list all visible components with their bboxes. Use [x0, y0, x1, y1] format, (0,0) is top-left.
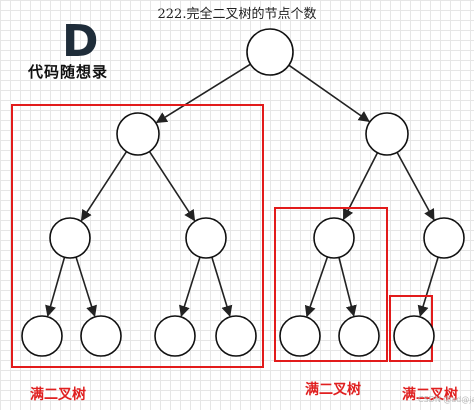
watermark: CSDN @ad@jaboll	[418, 395, 474, 404]
tree-node-n9	[80, 315, 122, 357]
edges	[45, 63, 439, 318]
logo: D 代码随想录	[27, 16, 108, 81]
tree-node-n7	[423, 217, 465, 259]
group-label-middle: 满二叉树	[305, 381, 361, 398]
tree-node-n11	[215, 315, 257, 357]
group-label-left: 满二叉树	[30, 386, 86, 403]
tree-node-n12	[279, 315, 321, 357]
tree-node-n3	[365, 112, 409, 156]
tree-node-n14	[393, 315, 435, 357]
logo-letter: D	[62, 16, 99, 67]
edge-n4-n8	[45, 257, 66, 317]
edge-n5-n10	[179, 256, 201, 318]
tree-node-n13	[338, 315, 380, 357]
edge-n2-n4	[80, 151, 128, 222]
edge-n6-n12	[304, 256, 329, 318]
tree-node-n10	[154, 315, 196, 357]
edge-n1-n3	[288, 64, 370, 123]
edge-n7-n14	[417, 256, 439, 317]
edge-n3-n6	[342, 152, 379, 221]
full-tree-box-g2	[274, 207, 388, 362]
edge-n4-n9	[75, 256, 97, 318]
edge-n3-n7	[396, 152, 435, 221]
logo-text: 代码随想录	[27, 63, 108, 81]
group-label-right: 满二叉树	[402, 386, 458, 403]
edge-n6-n13	[338, 257, 357, 317]
tree-node-n5	[185, 217, 227, 259]
edge-n2-n5	[148, 151, 196, 222]
tree-node-n2	[116, 112, 160, 156]
diagram-title: 222.完全二叉树的节点个数	[158, 6, 317, 22]
nodes	[21, 28, 465, 357]
full-tree-box-g1	[11, 104, 264, 368]
edge-n1-n2	[155, 63, 251, 124]
tree-node-n1	[246, 28, 294, 76]
edge-n5-n11	[211, 256, 233, 317]
tree-node-n8	[21, 315, 63, 357]
tree-node-n4	[49, 217, 91, 259]
tree-node-n6	[313, 217, 355, 259]
